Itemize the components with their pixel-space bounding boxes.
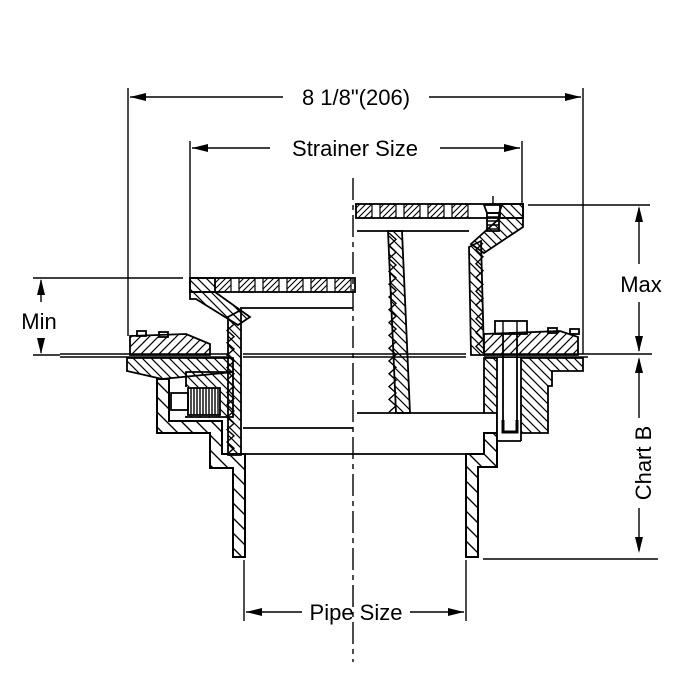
dim-min-label: Min xyxy=(21,309,56,334)
dim-overall-width-label: 8 1/8"(206) xyxy=(302,85,410,110)
dim-chart-b-label: Chart B xyxy=(631,426,656,501)
dim-max-label: Max xyxy=(620,272,662,297)
arrowhead-down xyxy=(37,338,45,354)
bolt-shank xyxy=(502,334,518,430)
bolt-slot xyxy=(496,358,522,442)
strainer-size-dimension: Strainer Size xyxy=(189,136,523,277)
grate-slots-max xyxy=(355,203,469,219)
screw-shank xyxy=(486,212,500,232)
body-wall-left xyxy=(156,378,246,558)
ring-tab xyxy=(547,327,558,334)
overall-width-dimension: 8 1/8"(206) xyxy=(127,85,584,354)
dim-strainer-size-label: Strainer Size xyxy=(292,136,418,161)
strainer-rim-min xyxy=(189,277,216,293)
arrowhead-up xyxy=(37,279,45,295)
strainer-rim-max xyxy=(499,203,524,219)
ring-tab xyxy=(136,330,147,337)
flange-bolt xyxy=(494,320,528,442)
pipe-size-dimension: Pipe Size xyxy=(243,560,467,625)
setscrew xyxy=(170,387,221,416)
clamp-ring-left xyxy=(129,330,211,356)
strainer-barrel-max-left xyxy=(387,230,411,414)
chart-b-dimension: Chart B xyxy=(483,357,658,560)
arrowhead-left xyxy=(246,608,262,616)
arrowhead-up xyxy=(635,206,643,222)
ring-tab xyxy=(158,331,169,338)
grate-screw xyxy=(482,196,504,232)
arrowhead-right xyxy=(565,93,581,101)
arrowhead-left xyxy=(192,144,208,152)
barrel-thread-max-right xyxy=(475,242,484,354)
strainer-barrel-max-right xyxy=(468,239,485,356)
arrowhead-up xyxy=(635,357,643,373)
ring-tab xyxy=(569,328,580,335)
max-dimension: Max xyxy=(528,204,662,355)
grate-slots-min xyxy=(214,277,352,293)
arrowhead-right xyxy=(448,608,464,616)
barrel-thread-max-left xyxy=(387,232,398,413)
bolt-head xyxy=(494,320,528,335)
min-dimension: Min xyxy=(21,277,183,356)
arrowhead-left xyxy=(130,93,146,101)
strainer-max-position xyxy=(355,196,524,414)
arrowhead-right xyxy=(504,144,520,152)
arrowhead-down xyxy=(635,336,643,352)
strainer-min-position xyxy=(189,277,356,456)
dim-pipe-size-label: Pipe Size xyxy=(310,600,403,625)
setscrew-head xyxy=(170,392,189,411)
body-wall-right xyxy=(465,432,498,558)
strainer-skirt-max xyxy=(469,217,524,255)
clamp-ring-right xyxy=(483,327,580,356)
arrowhead-down xyxy=(635,537,643,553)
barrel-thread-min xyxy=(225,317,236,455)
